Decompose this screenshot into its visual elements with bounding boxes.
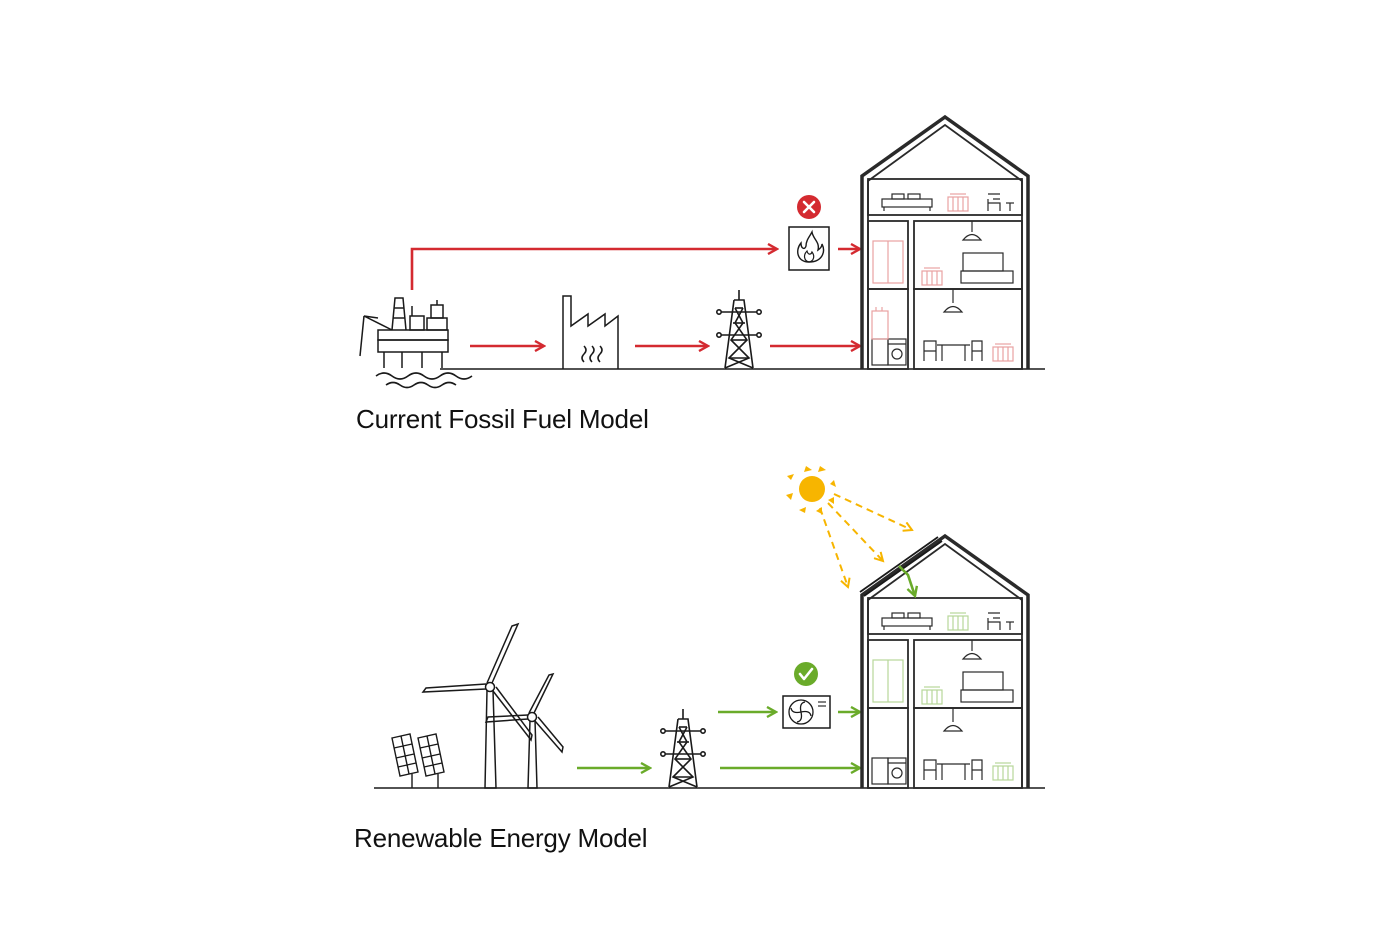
radiators-fossil — [871, 193, 1014, 362]
house-renewable — [859, 534, 1030, 790]
fossil-model-label: Current Fossil Fuel Model — [356, 404, 649, 434]
fossil-arrow-gas-to-boiler — [410, 249, 777, 290]
x-circle-icon — [797, 195, 821, 219]
fan-icon — [782, 695, 831, 729]
solar-to-house-arrow — [898, 565, 915, 596]
house-fossil — [860, 115, 1030, 371]
wind-turbine-icon — [421, 622, 564, 789]
radiators-renewable — [872, 612, 1014, 781]
sun-ray-3 — [819, 507, 848, 587]
renewable-model-label: Renewable Energy Model — [354, 823, 648, 853]
pylon-icon — [715, 289, 763, 369]
sun-ray-2 — [827, 502, 883, 561]
sun-ray-1 — [833, 493, 912, 530]
factory-icon — [562, 295, 619, 369]
oil-rig-icon — [359, 297, 473, 389]
check-circle-icon — [794, 662, 818, 686]
pylon-icon — [659, 708, 707, 788]
renewable-energy-diagram — [374, 466, 1045, 790]
sun-icon — [786, 466, 836, 514]
flame-icon — [788, 226, 830, 271]
solar-panel-icon — [391, 733, 445, 788]
fossil-fuel-diagram — [359, 115, 1045, 389]
